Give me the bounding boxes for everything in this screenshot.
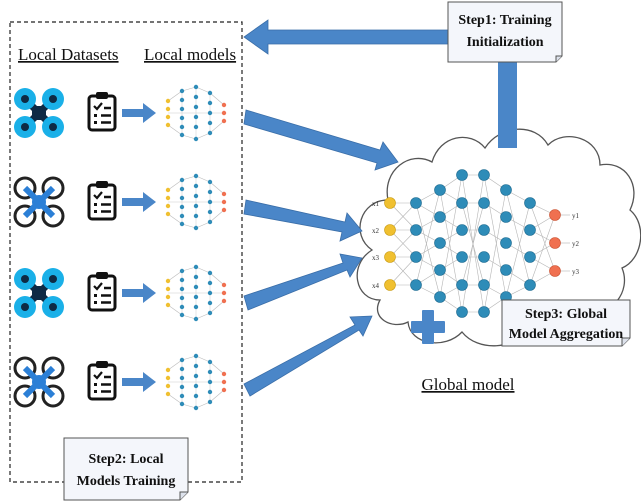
- local-arrow-icon: [122, 103, 156, 123]
- init-arrow: [243, 19, 449, 55]
- local-arrow-icon: [122, 283, 156, 303]
- upload-arrow-3: [243, 253, 363, 311]
- local-clients-box: [9, 21, 243, 483]
- drone-icon: [15, 358, 63, 406]
- input-label: x2: [372, 227, 380, 235]
- step3-title: Step3: Global: [525, 307, 607, 322]
- output-label: y3: [572, 268, 580, 276]
- local-arrow-icon: [122, 192, 156, 212]
- upload-arrow-1: [243, 109, 399, 171]
- local-datasets-header: Local Datasets: [18, 45, 119, 64]
- output-label: y1: [572, 212, 580, 220]
- clipboard-checklist-icon: [87, 179, 117, 221]
- step1-title: Step1: Training: [458, 13, 551, 28]
- step1-subtitle: Initialization: [466, 35, 543, 50]
- local-arrow-icon: [122, 372, 156, 392]
- upload-arrow-2: [243, 199, 363, 242]
- step2-subtitle: Models Training: [77, 474, 176, 489]
- clipboard-checklist-icon: [87, 359, 117, 401]
- local-models-header: Local models: [144, 45, 236, 64]
- step1-callout: [447, 1, 563, 63]
- drone-icon: [14, 88, 64, 138]
- neural-network-icon: [165, 353, 227, 411]
- cloud-shape: [356, 128, 641, 347]
- neural-network-icon: [165, 173, 227, 231]
- upload-arrow-4: [243, 315, 373, 397]
- drone-icon: [15, 178, 63, 226]
- step2-title: Step2: Local: [88, 452, 163, 467]
- input-label: x4: [372, 282, 380, 290]
- step2-callout: [63, 437, 189, 501]
- clipboard-checklist-icon: [87, 90, 117, 132]
- input-label: x3: [372, 254, 380, 262]
- output-label: y2: [572, 240, 580, 248]
- drone-icon: [14, 268, 64, 318]
- neural-network-icon: [165, 264, 227, 322]
- global-model-label: Global model: [421, 375, 514, 394]
- input-label: x1: [372, 200, 380, 208]
- neural-network-icon: [165, 84, 227, 142]
- init-connector-arrow: [498, 62, 517, 148]
- step3-subtitle: Model Aggregation: [509, 327, 624, 342]
- clipboard-checklist-icon: [87, 270, 117, 312]
- plus-icon: [411, 310, 445, 344]
- global-neural-network: x1 x2 x3 x4 y1 y2 y3: [372, 169, 580, 318]
